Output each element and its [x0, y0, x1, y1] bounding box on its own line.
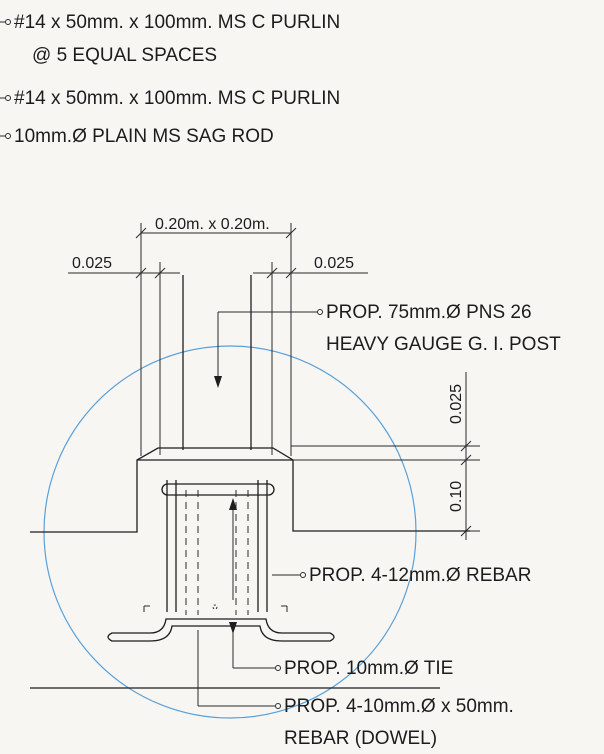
dimension-left-offset: 0.025	[68, 255, 180, 455]
callout-rebar: PROP. 4-12mm.Ø REBAR	[272, 565, 531, 586]
callout-purlin-text: #14 x 50mm. x 100mm. MS C PURLIN	[14, 88, 340, 109]
callout-post-line2: HEAVY GAUGE G. I. POST	[326, 334, 561, 355]
callout-purlin-spaced-line2: @ 5 EQUAL SPACES	[32, 45, 217, 66]
callout-purlin: #14 x 50mm. x 100mm. MS C PURLIN	[0, 88, 340, 109]
dimension-right-offset: 0.025	[253, 255, 368, 455]
callout-tie: PROP. 10mm.Ø TIE	[229, 622, 453, 679]
dimension-vertical-upper: 0.025	[291, 372, 480, 458]
dimension-left-offset-text: 0.025	[72, 255, 112, 272]
callout-dowel: PROP. 4-10mm.Ø x 50mm. REBAR (DOWEL)	[197, 630, 514, 749]
callout-purlin-spaced-line1: #14 x 50mm. x 100mm. MS C PURLIN	[14, 12, 340, 33]
callout-sag-rod-text: 10mm.Ø PLAIN MS SAG ROD	[14, 126, 274, 147]
callout-post-line1: PROP. 75mm.Ø PNS 26	[326, 302, 532, 323]
dimension-top-width-text: 0.20m. x 0.20m.	[155, 216, 270, 233]
gi-post	[182, 275, 252, 450]
rebar-cage	[107, 480, 335, 642]
callout-dowel-line2: REBAR (DOWEL)	[284, 728, 437, 749]
dimension-right-offset-text: 0.025	[314, 255, 354, 272]
dimension-vertical-lower: 0.10	[293, 454, 480, 540]
callout-post: PROP. 75mm.Ø PNS 26 HEAVY GAUGE G. I. PO…	[214, 302, 561, 388]
callout-purlin-spaced: #14 x 50mm. x 100mm. MS C PURLIN @ 5 EQU…	[0, 12, 340, 66]
callout-dowel-line1: PROP. 4-10mm.Ø x 50mm.	[284, 696, 514, 717]
footing-outline	[30, 447, 470, 533]
dimension-top-width: 0.20m. x 0.20m.	[135, 216, 297, 456]
callout-rebar-text: PROP. 4-12mm.Ø REBAR	[309, 565, 531, 586]
dimension-vertical-lower-text: 0.10	[448, 481, 465, 512]
callout-sag-rod: 10mm.Ø PLAIN MS SAG ROD	[0, 126, 274, 147]
dimension-vertical-upper-text: 0.025	[448, 384, 465, 424]
callout-tie-text: PROP. 10mm.Ø TIE	[284, 658, 453, 679]
